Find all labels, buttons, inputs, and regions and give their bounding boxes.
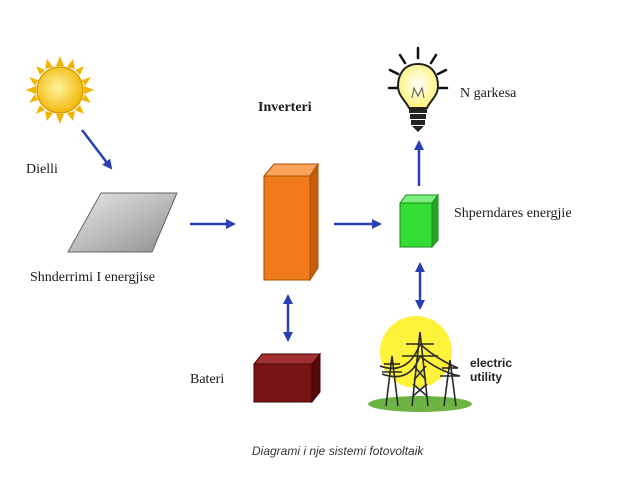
solar-panel-icon xyxy=(67,192,178,253)
utility-label-line1: electric xyxy=(470,356,513,370)
diagram-caption: Diagrami i nje sistemi fotovoltaik xyxy=(252,444,424,458)
inverter-box-icon xyxy=(262,162,319,282)
panel-label: Shnderrimi I energjise xyxy=(30,270,155,285)
load-label: N garkesa xyxy=(460,86,517,101)
light-bulb-icon xyxy=(387,46,449,132)
sun-icon xyxy=(26,56,94,124)
battery-box-icon xyxy=(252,352,322,404)
utility-label-line2: utility xyxy=(470,370,502,384)
power-tower-icon xyxy=(368,316,472,412)
battery-label: Bateri xyxy=(190,372,225,387)
sun-label: Dielli xyxy=(26,162,58,177)
arrow-sun-to-panel xyxy=(81,129,113,170)
utility-label: electric utility xyxy=(470,356,512,384)
distributor-box-icon xyxy=(399,193,439,249)
inverter-label: Inverteri xyxy=(258,100,312,115)
distributor-label: Shperndares energjie xyxy=(454,206,572,221)
